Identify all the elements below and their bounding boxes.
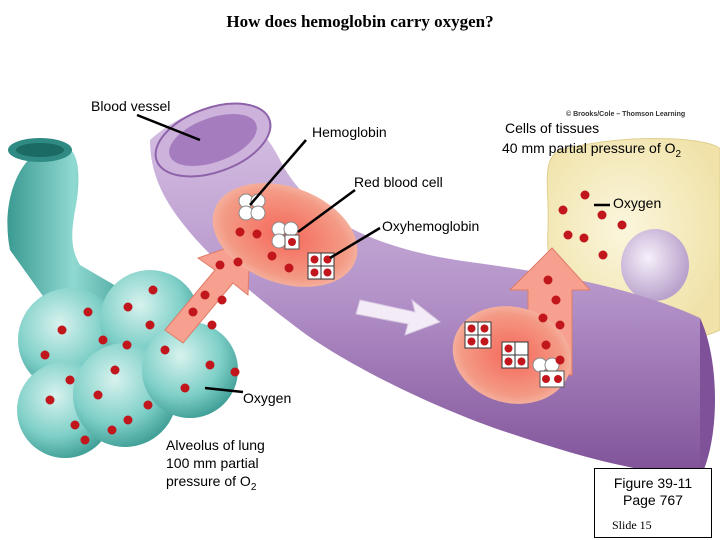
- page-title: How does hemoglobin carry oxygen?: [226, 12, 494, 31]
- tissue-pressure-text: 40 mm partial pressure of O: [502, 140, 676, 156]
- hemoglobin-label: Hemoglobin: [312, 124, 387, 140]
- partial-hemoglobin-molecule: [532, 357, 565, 388]
- figure-reference-text: Figure 39-11 Page 767: [595, 475, 711, 509]
- tissue-nucleus: [621, 229, 689, 301]
- oxyhemoglobin-label: Oxyhemoglobin: [382, 218, 480, 234]
- cells-of-tissues-label: Cells of tissues: [505, 120, 600, 136]
- alveolus-pressure-subscript: 2: [250, 482, 257, 493]
- hemoglobin-molecule: [238, 193, 266, 221]
- partial-hemoglobin-molecule: [271, 221, 300, 250]
- alveolus-label: Alveolus of lung: [166, 437, 265, 453]
- partial-oxyhemoglobin-molecule: [501, 341, 529, 369]
- oxygen-left-label: Oxygen: [243, 390, 292, 406]
- flow-arrow: [355, 298, 442, 336]
- alveolus-pressure-text: pressure of O: [166, 473, 251, 489]
- alveolus-cluster: [7, 138, 238, 458]
- page-number: Page 767: [623, 492, 683, 508]
- tissue-pressure-label: 40 mm partial pressure of O2: [502, 140, 682, 160]
- leader-lines: [136, 113, 610, 394]
- red-blood-cell-label: Red blood cell: [354, 174, 443, 190]
- slide-number: Slide 15: [612, 518, 652, 532]
- blood-vessel-label: Blood vessel: [91, 98, 171, 114]
- oxyhemoglobin-molecule: [464, 321, 492, 349]
- oxygen-right-label: Oxygen: [613, 195, 662, 211]
- oxygen-molecules: [40, 190, 627, 445]
- figure-reference-box: Figure 39-11 Page 767: [594, 468, 712, 538]
- alveolus-pressure-line2: pressure of O2: [166, 473, 257, 493]
- figure-number: Figure 39-11: [613, 475, 693, 491]
- tissue-pressure-subscript: 2: [675, 149, 682, 160]
- alveolus-pressure-line1: 100 mm partial: [166, 455, 259, 471]
- image-credit: © Brooks/Cole – Thomson Learning: [566, 111, 686, 118]
